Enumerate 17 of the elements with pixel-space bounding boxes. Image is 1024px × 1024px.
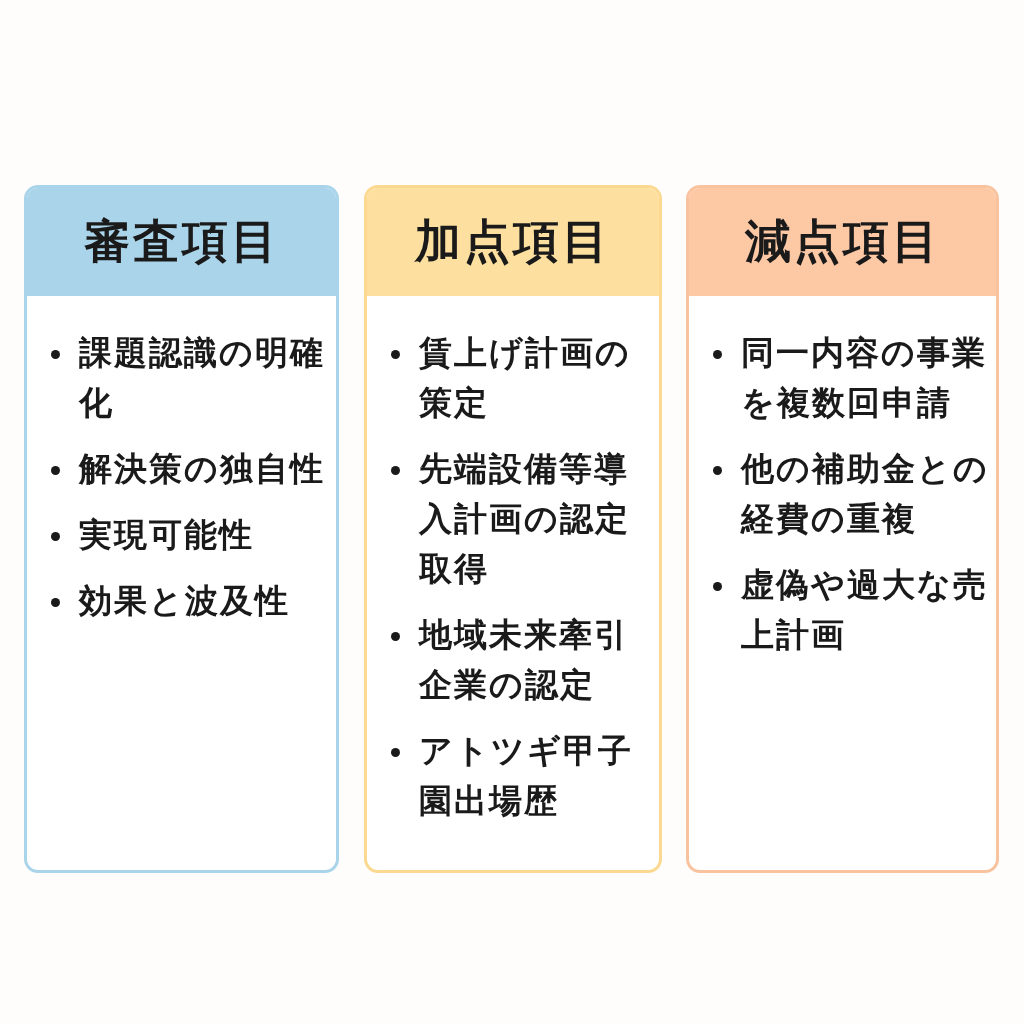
- list-item: 同一内容の事業を複数回申請: [707, 328, 990, 428]
- list-item: 虚偽や過大な売上計画: [707, 560, 990, 660]
- card-header: 審査項目: [27, 188, 336, 296]
- list-item: 効果と波及性: [45, 576, 330, 626]
- category-card: [364, 185, 662, 873]
- list-item: 課題認識の明確化: [45, 328, 330, 428]
- card-header: 減点項目: [689, 188, 996, 296]
- list-item: 他の補助金との経費の重複: [707, 444, 990, 544]
- list-item: 地域未来牽引企業の認定: [385, 610, 653, 710]
- category-card: [686, 185, 999, 873]
- category-card: [24, 185, 339, 873]
- list-item: アトツギ甲子園出場歴: [385, 726, 653, 826]
- card-header: 加点項目: [367, 188, 659, 296]
- list-item: 解決策の独自性: [45, 444, 330, 494]
- list-item: 先端設備等導入計画の認定取得: [385, 444, 653, 594]
- list-item: 賃上げ計画の策定: [385, 328, 653, 428]
- list-item: 実現可能性: [45, 510, 330, 560]
